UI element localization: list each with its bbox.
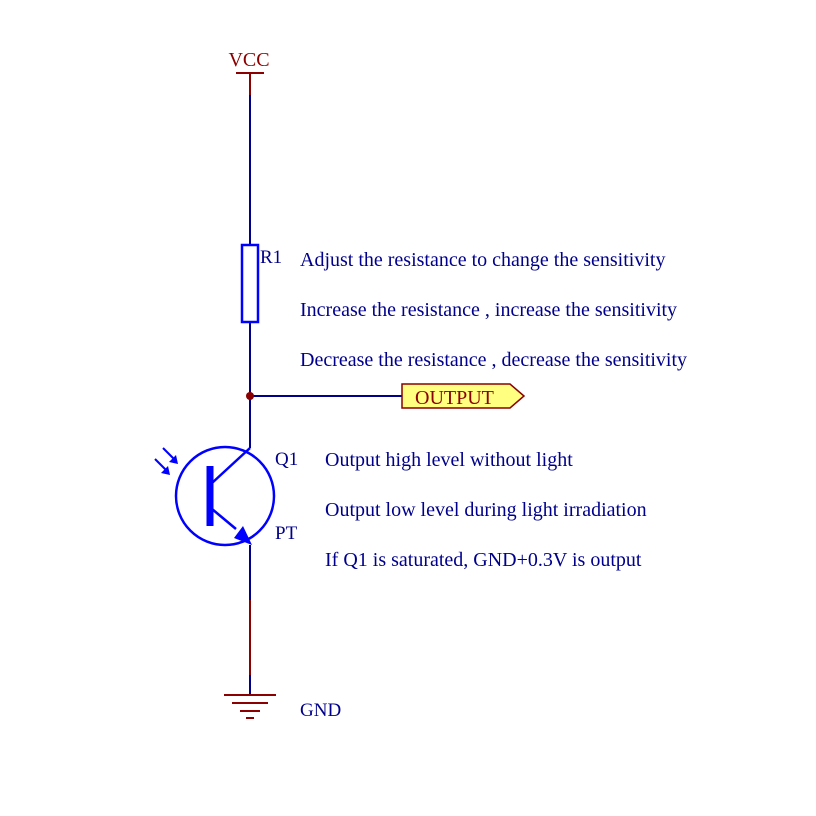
vcc-power-port: VCC <box>228 49 270 95</box>
q1-note-3: If Q1 is saturated, GND+0.3V is output <box>325 549 642 571</box>
resistor-notes: Adjust the resistance to change the sens… <box>300 249 687 371</box>
transistor-envelope <box>174 445 276 547</box>
light-arrow-2-head <box>161 466 170 475</box>
resistor-note-2: Increase the resistance , increase the s… <box>300 299 677 321</box>
q1-note-2: Output low level during light irradiatio… <box>325 499 647 521</box>
resistor-body <box>240 243 260 324</box>
transistor-emitter <box>211 508 237 530</box>
r1-designator: R1 <box>260 247 282 268</box>
emitter-arrow <box>234 526 252 545</box>
resistor-note-3: Decrease the resistance , decrease the s… <box>300 349 687 371</box>
light-arrow-1-head <box>169 455 178 464</box>
q1-note-1: Output high level without light <box>325 449 573 471</box>
output-port: OUTPUT <box>401 383 526 409</box>
gnd-label: GND <box>300 700 341 721</box>
resistor-r1: R1 <box>240 243 282 324</box>
output-port-label: OUTPUT <box>415 387 494 409</box>
resistor-note-1: Adjust the resistance to change the sens… <box>300 249 665 271</box>
vcc-label: VCC <box>228 49 269 71</box>
phototransistor-notes: Output high level without light Output l… <box>325 449 647 571</box>
q1-designator: Q1 <box>275 449 298 470</box>
transistor-collector <box>211 447 251 484</box>
junction-dot <box>246 392 254 400</box>
q1-type-label: PT <box>275 523 298 544</box>
gnd-power-port: GND <box>224 694 341 721</box>
output-port-shape <box>401 383 526 409</box>
phototransistor-q1: Q1 PT <box>154 445 298 547</box>
